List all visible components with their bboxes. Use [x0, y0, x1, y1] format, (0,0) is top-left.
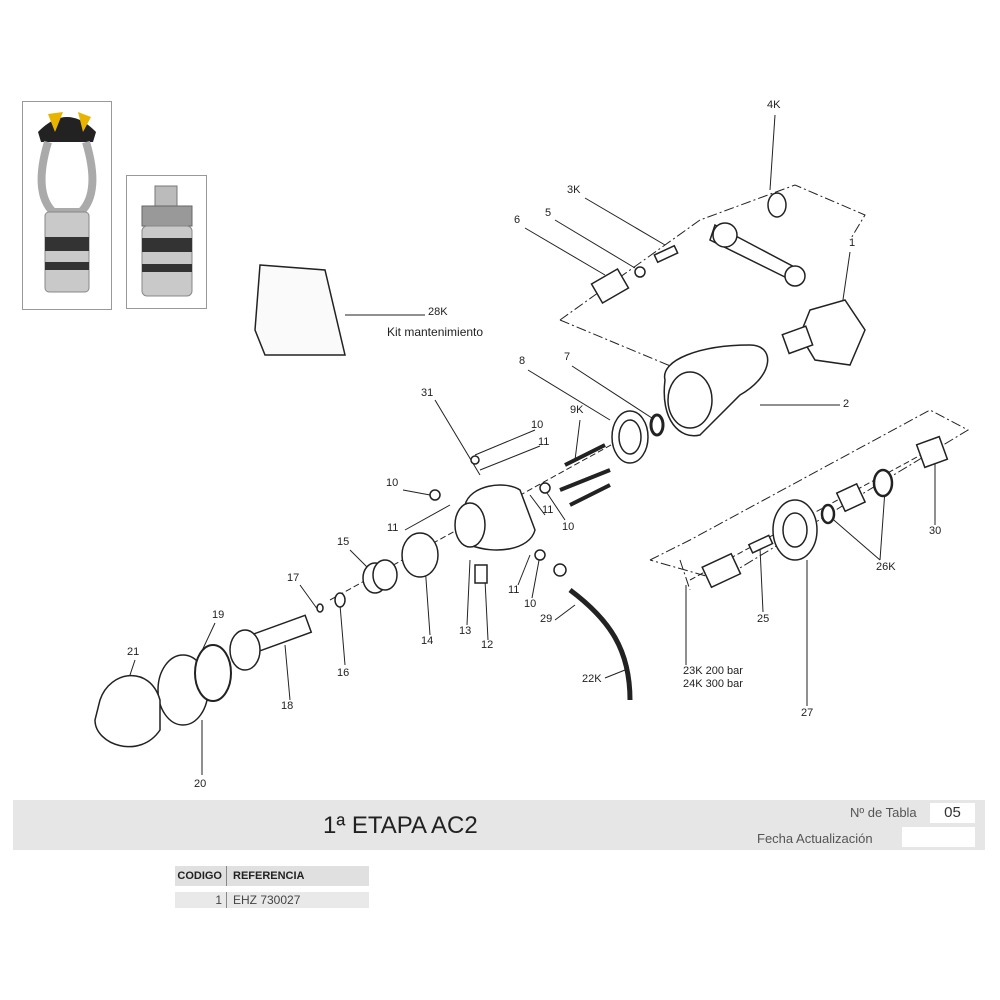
part-label-8: 8 [519, 355, 526, 367]
fecha-label: Fecha Actualización [757, 831, 873, 846]
reference-table: CODIGO REFERENCIA 1 EHZ 730027 [175, 866, 369, 908]
part-label-15: 15 [337, 536, 350, 548]
part-label-21: 21 [127, 646, 140, 658]
part-label-28k: 28K [428, 306, 448, 318]
part-label-18: 18 [281, 700, 294, 712]
column-header-referencia: REFERENCIA [233, 870, 305, 882]
part-label-2: 2 [843, 398, 850, 410]
part-label-19: 19 [212, 609, 225, 621]
part-label-11: 11 [387, 522, 399, 534]
part-label-4k: 4K [767, 99, 781, 111]
part-label-9k: 9K [570, 404, 584, 416]
table-header: CODIGO REFERENCIA [175, 866, 369, 886]
part-label-1: 1 [849, 237, 856, 249]
part-label-7: 7 [564, 351, 571, 363]
tabla-value: 05 [930, 803, 975, 823]
part-label-20: 20 [194, 778, 207, 790]
exploded-diagram [94, 114, 970, 775]
part-label-30: 30 [929, 525, 942, 537]
part-label-3k: 3K [567, 184, 581, 196]
column-header-codigo: CODIGO [175, 866, 227, 886]
part-label-10: 10 [531, 419, 544, 431]
part-label-12: 12 [481, 639, 494, 651]
part-label-13: 13 [459, 625, 472, 637]
part-label-22k: 22K [582, 673, 602, 685]
part-label-11: 11 [542, 504, 554, 516]
part-label-31: 31 [421, 387, 434, 399]
part-label-24k: 24K 300 bar [683, 678, 743, 690]
part-label-6: 6 [514, 214, 521, 226]
product-photo-din [126, 175, 207, 309]
part-label-23k: 23K 200 bar [683, 665, 743, 677]
part-label-11: 11 [508, 584, 520, 596]
part-label-10: 10 [562, 521, 575, 533]
page-title: 1ª ETAPA AC2 [323, 812, 478, 839]
fecha-value [902, 827, 975, 847]
part-label-11: 11 [538, 436, 550, 448]
part-label-kit-mantenimiento: Kit mantenimiento [387, 325, 484, 339]
cell-referencia: EHZ 730027 [233, 893, 301, 907]
title-bar: 1ª ETAPA AC2 Nº de Tabla 05 Fecha Actual… [13, 800, 985, 850]
part-label-10: 10 [386, 477, 399, 489]
tabla-label: Nº de Tabla [850, 805, 917, 820]
part-label-5: 5 [545, 207, 552, 219]
product-photo-yoke [22, 101, 112, 310]
table-row: 1 EHZ 730027 [175, 892, 369, 908]
part-label-10: 10 [524, 598, 537, 610]
regulator-din-image [141, 185, 193, 297]
part-label-14: 14 [421, 635, 434, 647]
part-label-29: 29 [540, 613, 553, 625]
cell-codigo: 1 [175, 892, 227, 908]
part-label-17: 17 [287, 572, 300, 584]
part-label-16: 16 [337, 667, 350, 679]
part-label-26k: 26K [876, 561, 896, 573]
part-label-27: 27 [801, 707, 814, 719]
regulator-yoke-image [37, 112, 97, 293]
part-label-25: 25 [757, 613, 770, 625]
